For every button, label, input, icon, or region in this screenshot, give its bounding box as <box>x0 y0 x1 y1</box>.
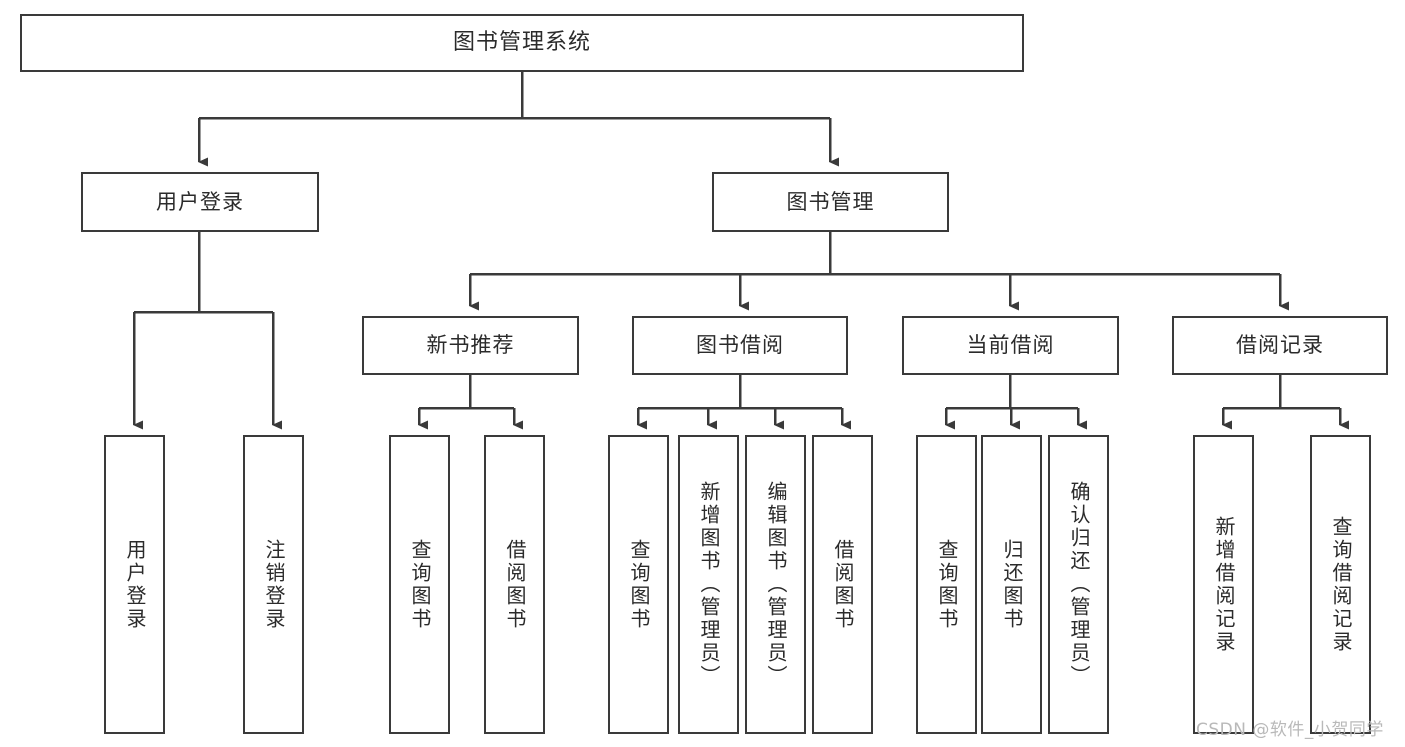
node-label: 用户登录 <box>156 189 244 214</box>
node-leaf-borrow-book[interactable]: 借阅图书 <box>812 435 873 734</box>
node-label: 借阅记录 <box>1236 333 1324 358</box>
node-book-management-module[interactable]: 图书管理 <box>712 172 949 232</box>
node-label: 借阅图书 <box>831 538 855 631</box>
node-label: 当前借阅 <box>966 333 1055 358</box>
node-book-borrowing[interactable]: 图书借阅 <box>632 316 848 375</box>
node-label: 新增借阅记录 <box>1212 515 1236 654</box>
node-label: 归还图书 <box>1000 538 1024 631</box>
node-label: 新书推荐 <box>426 333 515 358</box>
node-leaf-borrow-query[interactable]: 查询图书 <box>608 435 669 734</box>
node-label: 查询图书 <box>627 538 651 631</box>
node-leaf-borrow-edit-book[interactable]: 编辑图书（管理员） <box>745 435 806 734</box>
node-label: 查询借阅记录 <box>1329 515 1353 654</box>
node-label: 查询图书 <box>935 538 959 631</box>
node-leaf-current-confirm-return[interactable]: 确认归还（管理员） <box>1048 435 1109 734</box>
node-label: 新增图书（管理员） <box>697 481 721 688</box>
node-label: 图书管理系统 <box>452 30 591 56</box>
node-leaf-record-add[interactable]: 新增借阅记录 <box>1193 435 1254 734</box>
node-root-system[interactable]: 图书管理系统 <box>20 14 1024 72</box>
node-leaf-current-return[interactable]: 归还图书 <box>981 435 1042 734</box>
node-label: 编辑图书（管理员） <box>764 481 788 688</box>
node-user-login-module[interactable]: 用户登录 <box>81 172 319 232</box>
node-label: 用户登录 <box>123 538 147 631</box>
node-borrowing-record[interactable]: 借阅记录 <box>1172 316 1388 375</box>
node-label: 图书管理 <box>786 189 875 214</box>
node-new-book-recommendation[interactable]: 新书推荐 <box>362 316 579 375</box>
node-label: 确认归还（管理员） <box>1067 481 1091 688</box>
node-label: 注销登录 <box>262 538 286 631</box>
node-leaf-borrow-add-book[interactable]: 新增图书（管理员） <box>678 435 739 734</box>
node-leaf-record-query[interactable]: 查询借阅记录 <box>1310 435 1371 734</box>
node-leaf-user-login[interactable]: 用户登录 <box>104 435 165 734</box>
node-leaf-newbook-borrow[interactable]: 借阅图书 <box>484 435 545 734</box>
node-label: 图书借阅 <box>696 333 784 358</box>
node-current-borrowing[interactable]: 当前借阅 <box>902 316 1119 375</box>
node-leaf-newbook-query[interactable]: 查询图书 <box>389 435 450 734</box>
node-leaf-current-query[interactable]: 查询图书 <box>916 435 977 734</box>
node-leaf-user-logout[interactable]: 注销登录 <box>243 435 304 734</box>
node-label: 借阅图书 <box>503 538 527 631</box>
watermark-text: CSDN @软件_小贺同学 <box>1196 720 1384 740</box>
node-label: 查询图书 <box>408 538 432 631</box>
